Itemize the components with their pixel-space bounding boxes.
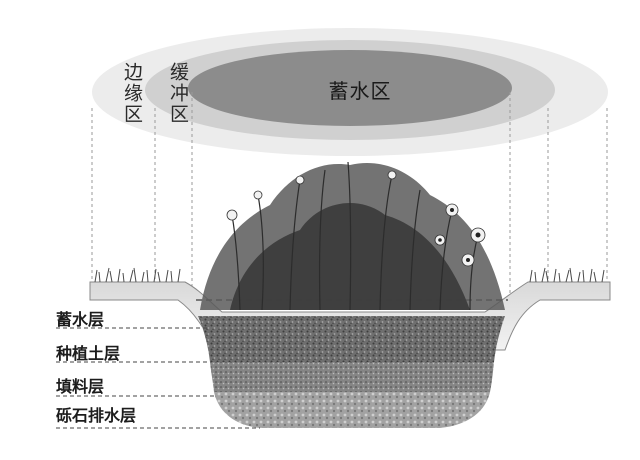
planting-soil-layer-label: 种植土层: [56, 344, 121, 363]
edge-zone-label: 边缘区: [121, 62, 143, 125]
gravel-drainage-layer-label: 砾石排水层: [56, 406, 137, 425]
grass: [94, 267, 605, 283]
water-storage-layer-label: 蓄水层: [56, 310, 105, 329]
filler-layer: [210, 362, 494, 392]
planting-soil-layer: [198, 316, 505, 362]
storage-zone-ellipse: [188, 50, 512, 126]
gravel-drainage-layer: [214, 392, 490, 428]
filler-layer-label: 填料层: [56, 377, 105, 396]
buffer-zone-label: 缓冲区: [167, 62, 189, 125]
vegetation: [200, 161, 505, 311]
storage-zone-label: 蓄水区: [328, 79, 392, 103]
guide-lines: [91, 92, 608, 312]
layer-divider-lines: [56, 327, 260, 429]
